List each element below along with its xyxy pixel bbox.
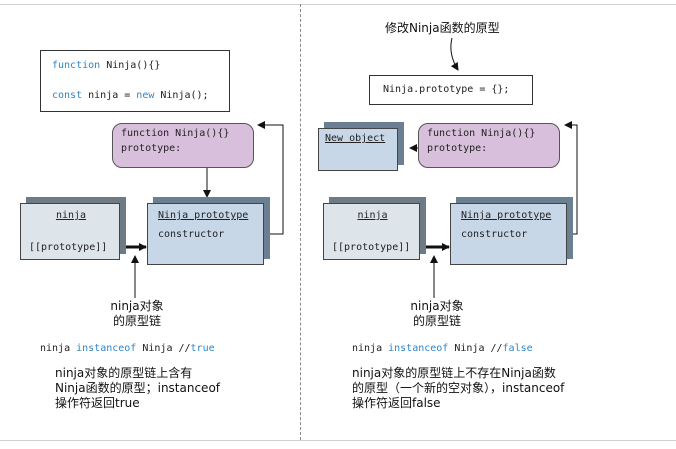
prototype-slot: [[prototype]] <box>29 242 108 253</box>
left-instanceof-check: ninja instanceof Ninja //true <box>40 343 215 354</box>
prototype-property: prototype: <box>427 143 488 154</box>
right-new-object: New object <box>318 128 398 171</box>
left-ninja-object: ninja [[prototype]] <box>20 203 120 260</box>
left-ninja-prototype: Ninja prototype constructor <box>147 203 264 265</box>
code-line-function: function Ninja(){} <box>52 60 161 71</box>
right-ninja-function: function Ninja(){} prototype: <box>418 123 560 168</box>
code-line-const: const ninja = new Ninja(); <box>52 90 209 101</box>
right-explanation: ninja对象的原型链上不存在Ninja函数 的原型（一个新的空对象），inst… <box>352 366 565 410</box>
object-title: ninja <box>357 210 388 221</box>
left-chain-label: ninja对象 的原型链 <box>110 299 164 328</box>
constructor-property: constructor <box>461 229 528 240</box>
code-line-assign: Ninja.prototype = {}; <box>383 84 510 95</box>
panel-divider <box>300 4 301 440</box>
left-code-box: function Ninja(){} const ninja = new Nin… <box>40 50 230 112</box>
function-signature: function Ninja(){} <box>427 128 536 139</box>
object-title: Ninja prototype <box>461 210 552 221</box>
right-ninja-prototype: Ninja prototype constructor <box>450 203 567 265</box>
right-chain-label: ninja对象 的原型链 <box>410 299 464 328</box>
prototype-property: prototype: <box>121 143 182 154</box>
right-caption-pointer <box>450 37 459 71</box>
right-assign-code-box: Ninja.prototype = {}; <box>369 75 533 105</box>
right-modify-caption: 修改Ninja函数的原型 <box>385 21 500 35</box>
object-title: New object <box>325 133 386 144</box>
object-title: ninja <box>55 210 87 221</box>
function-signature: function Ninja(){} <box>121 128 230 139</box>
right-instanceof-check: ninja instanceof Ninja //false <box>352 343 533 354</box>
top-border <box>0 4 676 5</box>
object-title: Ninja prototype <box>158 210 249 221</box>
constructor-property: constructor <box>158 229 225 240</box>
bottom-border <box>0 440 676 441</box>
left-ninja-function: function Ninja(){} prototype: <box>112 123 254 168</box>
left-explanation: ninja对象的原型链上含有 Ninja函数的原型；instanceof 操作符… <box>55 366 221 410</box>
right-ninja-object: ninja [[prototype]] <box>323 203 420 260</box>
prototype-slot: [[prototype]] <box>332 242 411 253</box>
